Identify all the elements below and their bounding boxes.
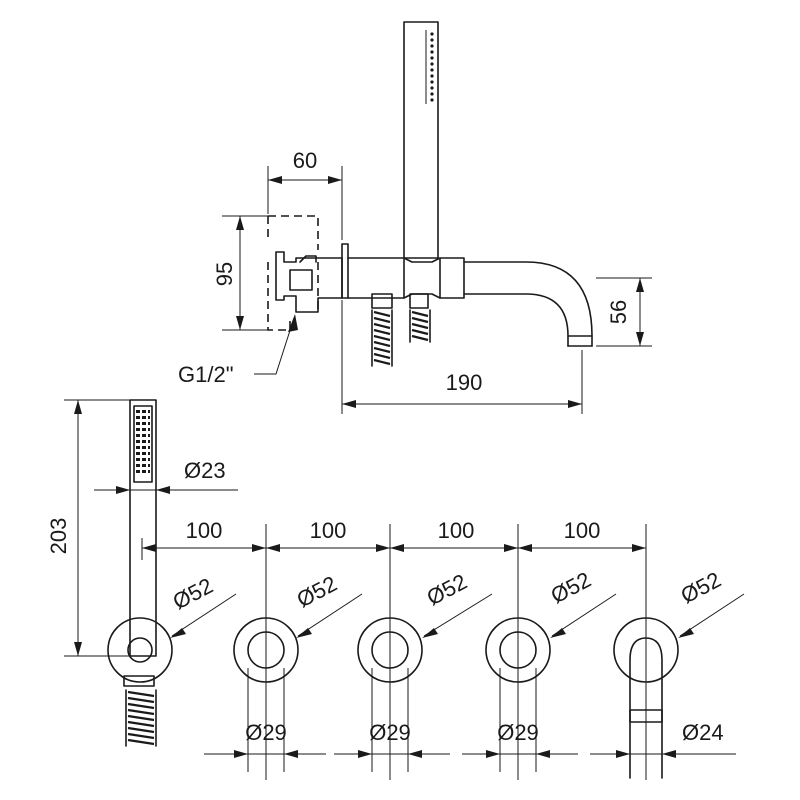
wall-height-label: 95 [212, 262, 237, 286]
wall-plate [341, 243, 349, 299]
handshower-front-view: 203 Ø23 [46, 399, 238, 747]
rosette-label-4: Ø52 [547, 567, 595, 609]
mixer-handle-3 [499, 631, 537, 669]
rosette-label-2: Ø52 [293, 571, 341, 613]
spacing-label-3: 100 [438, 518, 475, 543]
dimension-handshower-diameter: Ø23 [94, 458, 238, 494]
rosette-label-1: Ø52 [169, 573, 217, 615]
handshower-front [129, 399, 157, 657]
handle-dimensions: Ø29 Ø29 Ø29 Ø24 [204, 668, 736, 772]
spout-curve [463, 261, 593, 347]
spout-length-label: 190 [446, 370, 483, 395]
mixer-rosette-3 [485, 617, 551, 683]
handle-label-1: Ø29 [245, 720, 287, 745]
rosette-label-5: Ø52 [677, 567, 725, 609]
handle-label-3: Ø29 [497, 720, 539, 745]
handshower-length-label: 203 [46, 518, 71, 555]
spout-diameter-label: Ø24 [682, 720, 724, 745]
handle-label-2: Ø29 [369, 720, 411, 745]
dimension-spout-length: 190 [341, 300, 583, 414]
handshower-rosette [107, 617, 173, 683]
spacing-label-1: 100 [186, 518, 223, 543]
thread-label: G1/2" [178, 362, 234, 387]
wall-bracket [275, 251, 343, 313]
rosette-label-3: Ø52 [423, 569, 471, 611]
mixer-handle-1 [247, 631, 285, 669]
spout-body [347, 257, 465, 299]
mixer-handle-2 [371, 631, 409, 669]
handshower-hose [127, 690, 155, 746]
dimension-wall-depth: 60 [267, 148, 343, 240]
hose-right [411, 310, 429, 342]
dimension-wall-height: 95 [212, 215, 268, 331]
spacing-dimensions: 100 100 100 100 [141, 518, 647, 780]
spacing-label-4: 100 [564, 518, 601, 543]
spout-rosette [613, 617, 679, 683]
spacing-label-2: 100 [310, 518, 347, 543]
hose-left [373, 310, 391, 366]
handshower-side [403, 21, 439, 259]
thread-callout: G1/2" [178, 314, 298, 387]
dimension-spout-drop: 56 [596, 277, 652, 347]
handshower-diameter-label: Ø23 [184, 458, 226, 483]
handshower-nozzles [136, 410, 150, 473]
rosettes: Ø52 Ø52 Ø52 Ø52 Ø52 [169, 567, 745, 779]
mixer-rosette-1 [233, 617, 299, 683]
spray-nozzles [430, 32, 434, 102]
wall-depth-label: 60 [293, 148, 317, 173]
side-view: 60 95 G1/2" 190 [178, 21, 652, 414]
spout-plan [629, 637, 663, 779]
dimension-handshower-length: 203 [46, 399, 130, 657]
mixer-rosette-2 [357, 617, 423, 683]
spout-drop-label: 56 [606, 300, 631, 324]
